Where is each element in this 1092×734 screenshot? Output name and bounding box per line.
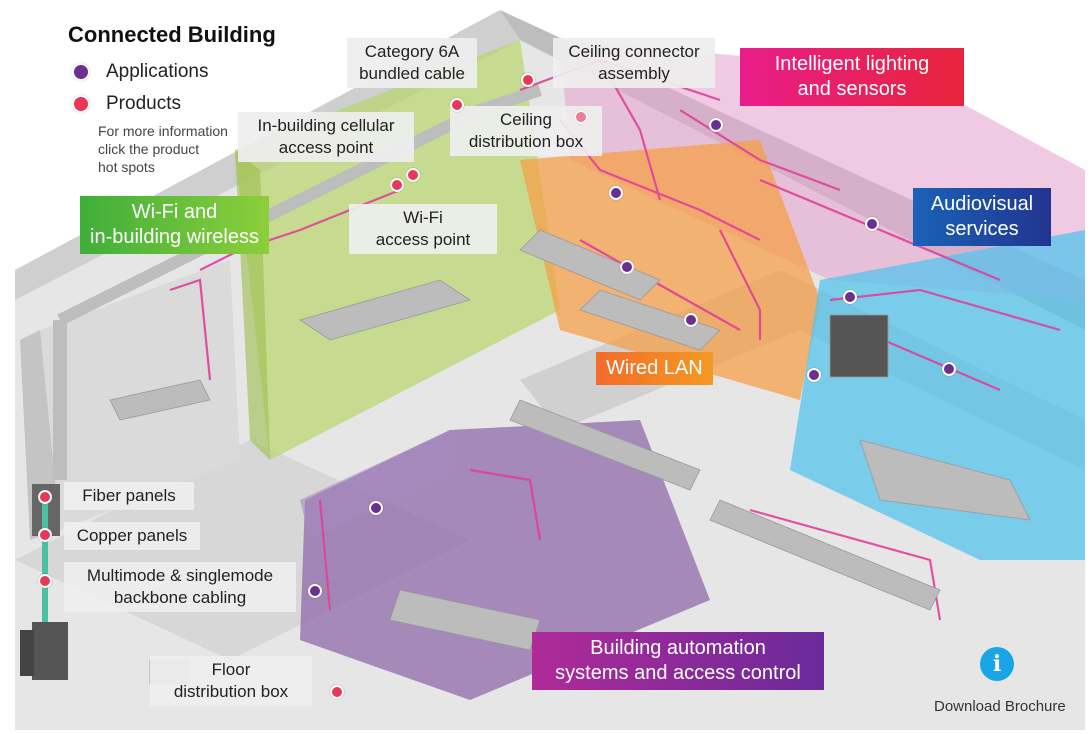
- product-hotspot[interactable]: [574, 110, 588, 124]
- label-line: assembly: [598, 64, 670, 83]
- label-backbone-cabling[interactable]: Multimode & singlemode backbone cabling: [64, 562, 296, 612]
- legend-applications: Applications: [60, 56, 276, 88]
- label-line: backbone cabling: [113, 588, 247, 607]
- application-hotspot[interactable]: [369, 501, 383, 515]
- audiovisual-zone: [790, 230, 1085, 560]
- label-line: Copper panels: [76, 526, 188, 545]
- application-hotspot[interactable]: [709, 118, 723, 132]
- application-hotspot[interactable]: [620, 260, 634, 274]
- banner-line: Wired LAN: [606, 357, 703, 379]
- label-line: distribution box: [173, 682, 289, 701]
- wired-lan-zone: [520, 140, 820, 400]
- product-hotspot[interactable]: [406, 168, 420, 182]
- application-hotspot[interactable]: [609, 186, 623, 200]
- banner-wifi[interactable]: Wi-Fi and in-building wireless: [80, 196, 269, 254]
- product-hotspot[interactable]: [330, 685, 344, 699]
- label-line: Ceiling connector: [568, 42, 700, 61]
- label-line: Ceiling: [500, 110, 552, 129]
- product-hotspot[interactable]: [450, 98, 464, 112]
- banner-wired-lan[interactable]: Wired LAN: [596, 352, 713, 385]
- legend-note-line: hot spots: [98, 159, 155, 175]
- legend-title: Connected Building: [68, 22, 276, 47]
- banner-line: Building automation: [590, 637, 766, 659]
- automation-zone-wall: [300, 430, 455, 540]
- banner-line: in-building wireless: [90, 226, 259, 248]
- banner-line: systems and access control: [555, 662, 801, 684]
- banner-line: Wi-Fi and: [131, 201, 218, 223]
- banner-line: Audiovisual: [930, 193, 1034, 215]
- product-hotspot[interactable]: [521, 73, 535, 87]
- label-line: access point: [278, 138, 374, 157]
- legend-note: For more information click the product h…: [98, 122, 276, 176]
- banner-line: services: [945, 218, 1019, 240]
- telecom-rack: [20, 630, 34, 676]
- product-hotspot[interactable]: [38, 574, 52, 588]
- label-line: Wi-Fi: [403, 208, 443, 227]
- legend-products-label: Products: [106, 93, 181, 114]
- label-fiber-panels[interactable]: Fiber panels: [64, 482, 194, 510]
- furniture: [109, 229, 1031, 685]
- banner-audiovisual[interactable]: Audiovisual services: [913, 188, 1051, 246]
- label-wifi-access-point[interactable]: Wi-Fi access point: [349, 204, 497, 254]
- legend: Connected Building Applications Products…: [60, 22, 276, 176]
- application-hotspot[interactable]: [843, 290, 857, 304]
- label-copper-panels[interactable]: Copper panels: [64, 522, 200, 550]
- download-brochure-link[interactable]: Download Brochure: [934, 698, 1066, 715]
- info-icon[interactable]: i: [980, 647, 1014, 681]
- products-dot-icon: [72, 95, 90, 113]
- banner-lighting[interactable]: Intelligent lighting and sensors: [740, 48, 964, 106]
- product-hotspot[interactable]: [38, 490, 52, 504]
- label-line: Floor: [211, 660, 251, 679]
- label-cat6a-cable[interactable]: Category 6A bundled cable: [347, 38, 477, 88]
- application-hotspot[interactable]: [807, 368, 821, 382]
- legend-note-line: click the product: [98, 141, 200, 157]
- application-hotspot[interactable]: [865, 217, 879, 231]
- application-hotspot[interactable]: [942, 362, 956, 376]
- banner-line: Intelligent lighting: [774, 53, 930, 75]
- label-ceiling-connector[interactable]: Ceiling connector assembly: [553, 38, 715, 88]
- application-hotspot[interactable]: [308, 584, 322, 598]
- banner-line: and sensors: [797, 78, 907, 100]
- product-hotspot[interactable]: [390, 178, 404, 192]
- label-line: distribution box: [468, 132, 584, 151]
- legend-note-line: For more information: [98, 123, 228, 139]
- label-line: Fiber panels: [82, 486, 176, 505]
- label-line: Category 6A: [364, 42, 460, 61]
- label-ceiling-distribution-box[interactable]: Ceiling distribution box: [450, 106, 602, 156]
- label-line: bundled cable: [359, 64, 465, 83]
- label-cellular-access-point[interactable]: In-building cellular access point: [238, 112, 414, 162]
- label-line: In-building cellular: [257, 116, 395, 135]
- legend-applications-label: Applications: [106, 61, 209, 82]
- telecom-rack: [32, 622, 68, 680]
- legend-products: Products: [60, 88, 276, 120]
- banner-automation[interactable]: Building automation systems and access c…: [532, 632, 824, 690]
- applications-dot-icon: [72, 63, 90, 81]
- application-hotspot[interactable]: [684, 313, 698, 327]
- label-line: Multimode & singlemode: [86, 566, 274, 585]
- product-hotspot[interactable]: [38, 528, 52, 542]
- label-floor-distribution-box[interactable]: Floor distribution box: [150, 656, 312, 706]
- label-line: access point: [375, 230, 471, 249]
